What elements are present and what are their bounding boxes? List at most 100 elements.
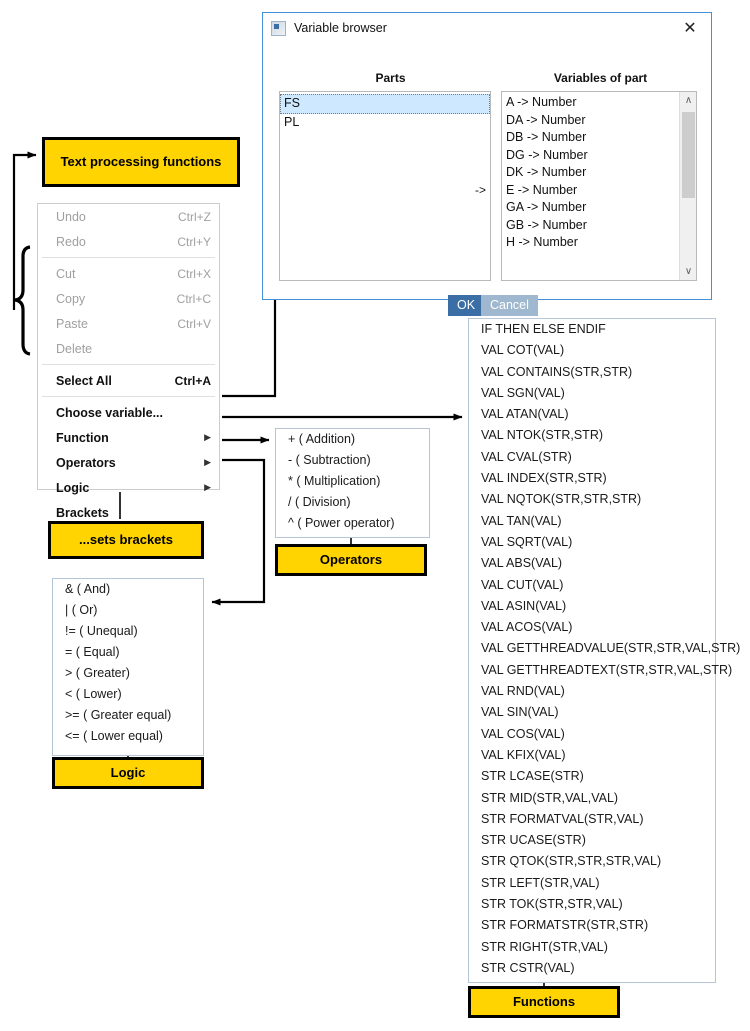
variable-item[interactable]: DA -> Number [506, 112, 586, 127]
function-item[interactable]: IF THEN ELSE ENDIF [481, 322, 606, 336]
menu-item-label: Cut [56, 266, 76, 281]
menu-item-label: Operators [56, 455, 116, 470]
function-item[interactable]: VAL CUT(VAL) [481, 577, 564, 592]
operator-item[interactable]: - ( Subtraction) [288, 453, 371, 467]
menu-item-accelerator: Ctrl+Z [178, 209, 211, 224]
function-item[interactable]: VAL ATAN(VAL) [481, 407, 569, 422]
variable-item[interactable]: DG -> Number [506, 147, 588, 162]
menu-item-label: Logic [56, 480, 90, 495]
connector-text-processing [12, 151, 37, 310]
variable-item[interactable]: GA -> Number [506, 200, 587, 214]
connector-choose-variable [222, 295, 277, 398]
scrollbar-thumb[interactable] [682, 112, 695, 198]
logic-item[interactable]: = ( Equal) [65, 645, 120, 659]
menu-item-choose-variable[interactable]: Choose variable... [38, 400, 219, 425]
operator-item[interactable]: * ( Multiplication) [288, 474, 381, 488]
logic-item[interactable]: > ( Greater) [65, 666, 130, 680]
cancel-button[interactable]: Cancel [481, 295, 538, 316]
function-item[interactable]: STR QTOK(STR,STR,STR,VAL) [481, 854, 662, 869]
function-item[interactable]: VAL SIN(VAL) [481, 705, 559, 720]
variable-browser-dialog[interactable]: Variable browser ✕ Parts Variables of pa… [262, 12, 712, 316]
function-item[interactable]: STR UCASE(STR) [481, 833, 586, 848]
function-item[interactable]: VAL ABS(VAL) [481, 556, 563, 571]
variable-item[interactable]: A -> Number [506, 95, 577, 109]
function-item[interactable]: STR CSTR(VAL) [481, 960, 575, 975]
menu-item-accelerator: Ctrl+A [174, 373, 211, 388]
menu-item-label: Copy [56, 291, 86, 306]
menu-separator [42, 257, 215, 258]
menu-item-redo: Redo Ctrl+Y [38, 229, 219, 254]
parts-header: Parts [375, 71, 406, 85]
menu-item-label: Delete [56, 341, 93, 356]
function-item[interactable]: VAL COS(VAL) [481, 726, 565, 741]
close-icon[interactable]: ✕ [683, 18, 697, 37]
function-item[interactable]: VAL NQTOK(STR,STR,STR) [481, 492, 642, 507]
menu-item-label: Paste [56, 316, 88, 331]
logic-item[interactable]: != ( Unequal) [65, 624, 138, 638]
logic-item[interactable]: >= ( Greater equal) [65, 708, 172, 722]
function-item[interactable]: VAL ASIN(VAL) [481, 598, 567, 613]
variable-item[interactable]: DK -> Number [506, 165, 587, 179]
menu-item-label: Brackets [56, 505, 109, 520]
variable-item[interactable]: E -> Number [506, 182, 578, 197]
menu-item-operators[interactable]: Operators▶ [38, 450, 219, 475]
logic-item[interactable]: < ( Lower) [65, 687, 122, 701]
function-item[interactable]: VAL GETTHREADTEXT(STR,STR,VAL,STR) [481, 662, 733, 677]
function-item[interactable]: STR RIGHT(STR,VAL) [481, 939, 608, 954]
scroll-down-icon[interactable]: ∨ [680, 263, 696, 280]
logic-submenu[interactable]: & ( And) | ( Or) != ( Unequal) = ( Equal) > … [52, 578, 204, 756]
callout-functions: Functions [468, 986, 620, 1018]
operator-item[interactable]: ^ ( Power operator) [288, 516, 395, 530]
function-item[interactable]: STR FORMATSTR(STR,STR) [481, 918, 649, 933]
menu-item-logic[interactable]: Logic ▶ [38, 475, 219, 500]
variables-listbox[interactable]: A -> Number DA -> Number DB -> Number DG ->… [501, 91, 697, 281]
function-item[interactable]: STR FORMATVAL(STR,VAL) [481, 811, 644, 826]
function-item[interactable]: VAL GETTHREADVALUE(STR,STR,VAL,STR) [481, 641, 741, 656]
function-item[interactable]: VAL CVAL(STR) [481, 449, 572, 464]
part-item[interactable]: FS [280, 94, 490, 114]
variables-scrollbar[interactable]: ∧ ∨ [679, 92, 696, 280]
logic-item[interactable]: & ( And) [65, 582, 111, 596]
menu-item-select-all[interactable]: Select All Ctrl+A [38, 368, 219, 393]
menu-item-delete: Delete [38, 336, 219, 361]
logic-item[interactable]: | ( Or) [65, 603, 98, 617]
submenu-arrow-icon: ▶ [204, 482, 211, 493]
variable-item[interactable]: H -> Number [506, 235, 578, 249]
menu-item-function[interactable]: Function▶ [38, 425, 219, 450]
application-icon [271, 20, 286, 36]
menu-item-accelerator: Ctrl+Y [177, 234, 211, 249]
menu-separator [42, 364, 215, 365]
variable-item[interactable]: DB -> Number [506, 130, 587, 144]
menu-item-label: Redo [56, 234, 86, 249]
function-item[interactable]: STR LCASE(STR) [481, 769, 584, 784]
scroll-up-icon[interactable]: ∧ [680, 92, 696, 109]
operator-item[interactable]: / ( Division) [288, 495, 351, 509]
function-item[interactable]: VAL CONTAINS(STR,STR) [481, 364, 633, 379]
function-item[interactable]: VAL INDEX(STR,STR) [481, 471, 607, 486]
variable-item[interactable]: GB -> Number [506, 217, 587, 232]
dialog-titlebar[interactable]: Variable browser ✕ [263, 13, 711, 43]
menu-item-label: Function [56, 430, 109, 445]
function-item[interactable]: VAL NTOK(STR,STR) [481, 428, 604, 443]
function-item[interactable]: VAL SGN(VAL) [481, 385, 565, 400]
operators-submenu[interactable]: + ( Addition) - ( Subtraction) * ( Multipl… [275, 428, 430, 538]
function-item[interactable]: STR MID(STR,VAL,VAL) [481, 790, 619, 805]
function-item[interactable]: VAL KFIX(VAL) [481, 747, 566, 762]
operator-item[interactable]: + ( Addition) [288, 432, 356, 446]
function-item[interactable]: VAL SQRT(VAL) [481, 534, 573, 549]
logic-item[interactable]: <= ( Lower equal) [65, 729, 163, 743]
part-item[interactable]: PL [284, 114, 300, 129]
function-item[interactable]: VAL ACOS(VAL) [481, 620, 573, 635]
functions-submenu[interactable]: IF THEN ELSE ENDIF VAL COT(VAL) VAL CONTAI… [468, 318, 741, 983]
menu-item-brackets[interactable]: Brackets [38, 500, 219, 525]
function-item[interactable]: STR TOK(STR,STR,VAL) [481, 897, 623, 912]
ok-button[interactable]: OK [448, 295, 485, 316]
function-item[interactable]: VAL TAN(VAL) [481, 513, 562, 528]
function-item[interactable]: VAL RND(VAL) [481, 684, 565, 699]
function-item[interactable]: VAL COT(VAL) [481, 343, 565, 358]
menu-separator [42, 396, 215, 397]
menu-item-label: Select All [56, 373, 112, 388]
function-item[interactable]: STR LEFT(STR,VAL) [481, 875, 600, 890]
